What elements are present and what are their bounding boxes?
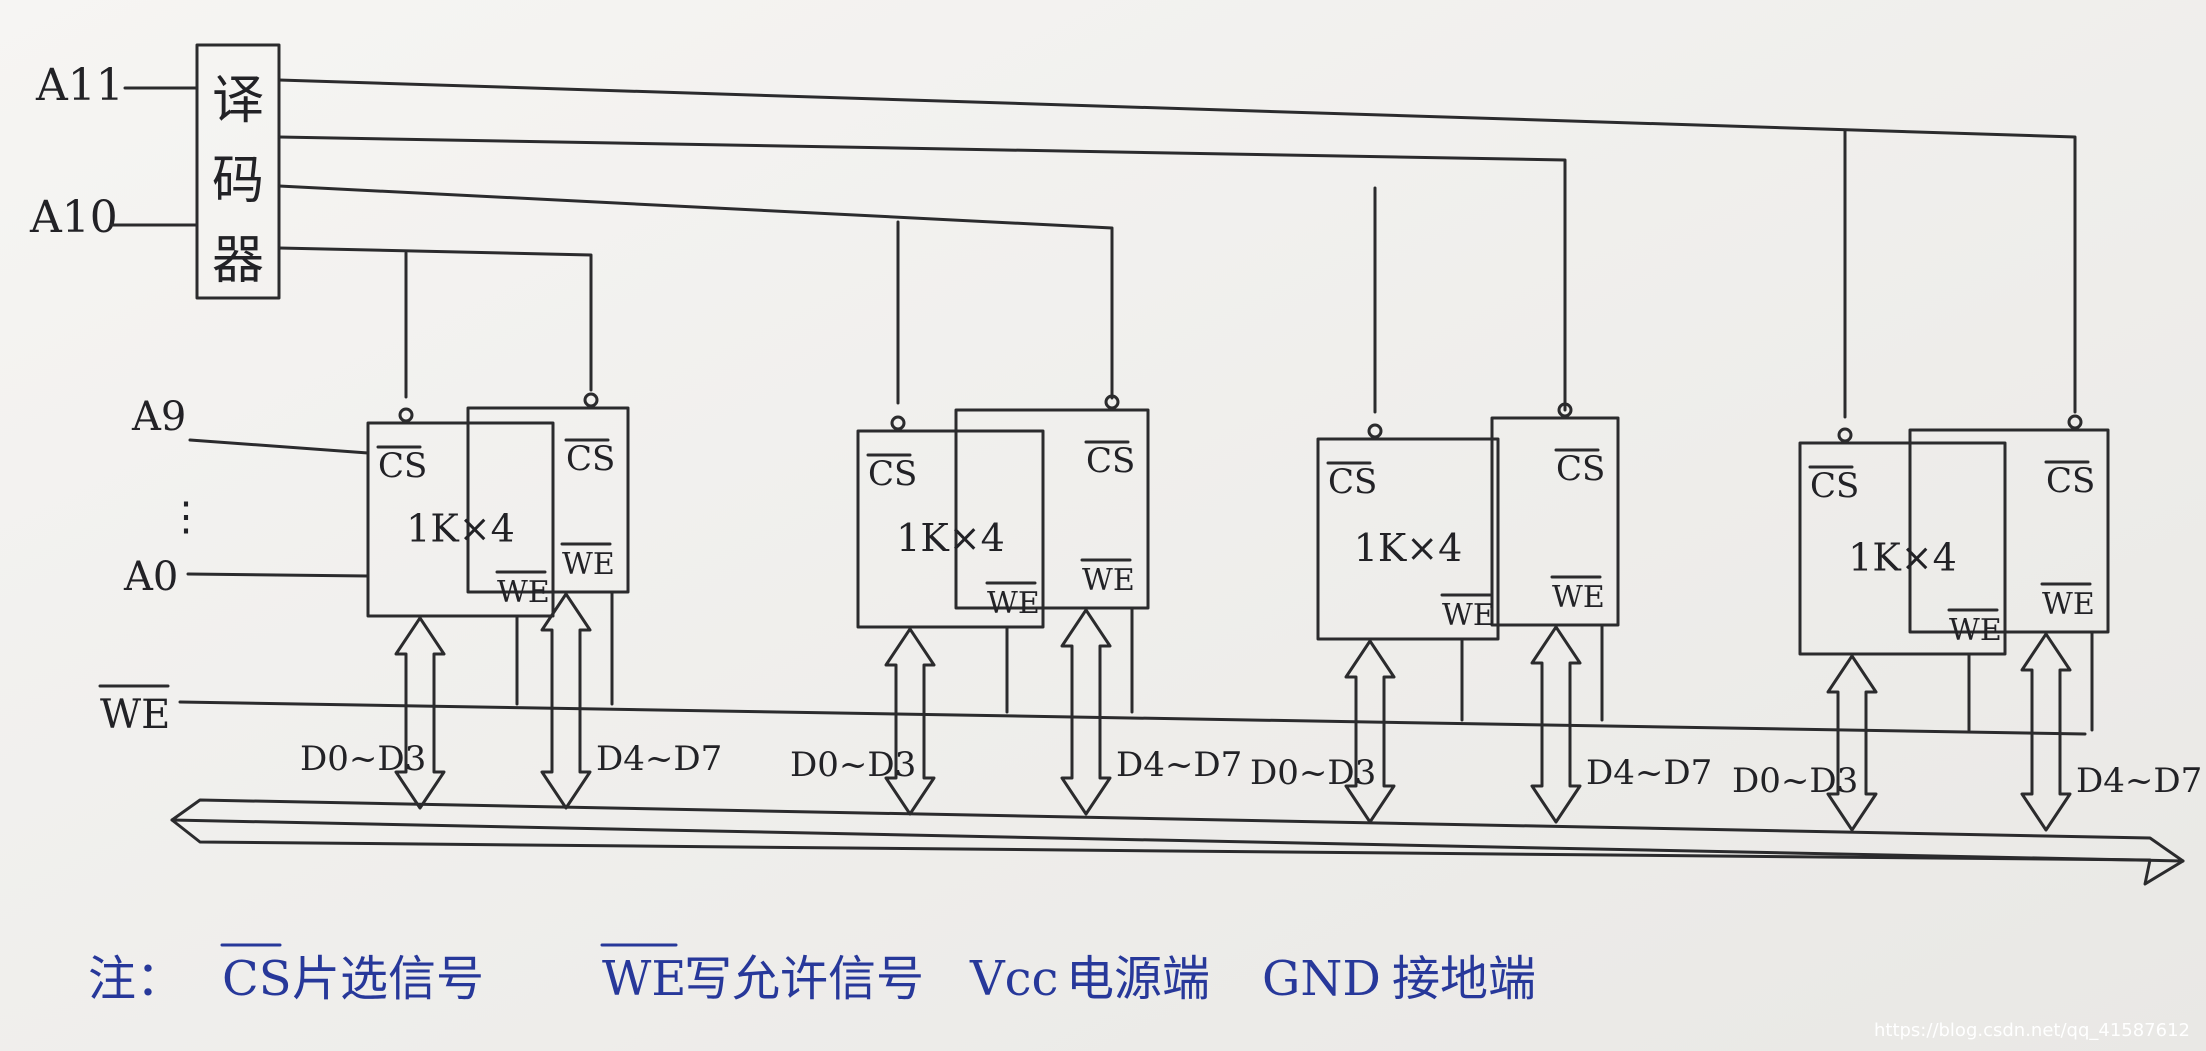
cs-bubble-back-1 — [583, 392, 599, 408]
cs-bubble-front-3 — [1367, 423, 1383, 439]
label-a10: A10 — [29, 192, 118, 243]
wire-a9-in — [188, 438, 370, 455]
bus-label-low-1: D0~D3 — [300, 739, 426, 779]
note-vcc: Vcc — [969, 951, 1058, 1007]
label-a0: A0 — [123, 554, 178, 600]
chip-back-we-2: WE — [1082, 563, 1135, 598]
chip-front-cs-2: CS — [868, 454, 917, 494]
chip-front-cs-3: CS — [1328, 462, 1377, 502]
select-line-1 — [277, 246, 593, 392]
data-arrow-low-1 — [394, 616, 446, 810]
bus-label-low-2: D0~D3 — [790, 745, 916, 785]
chip-back-4 — [1908, 428, 2110, 634]
data-bus-center — [170, 818, 2185, 863]
data-arrow-low-2 — [884, 627, 936, 816]
chip-front-capacity-2: 1K×4 — [896, 516, 1005, 560]
label-a9: A9 — [131, 394, 186, 440]
chip-front-we-3: WE — [1442, 598, 1495, 633]
chip-back-1 — [466, 406, 630, 594]
chip-back-cs-1: CS — [566, 439, 615, 479]
cs-bubble-back-3 — [1557, 402, 1573, 418]
decoder-char-3: 器 — [212, 231, 264, 291]
chip-front-capacity-1: 1K×4 — [406, 507, 515, 551]
data-bus — [170, 798, 2185, 886]
chip-pair-3: CS 1K×4WE CS WE D0~D3 D4~D7 — [1250, 402, 1712, 824]
note-we-desc: 写允许信号 — [684, 951, 924, 1007]
select-line-2 — [277, 184, 1114, 400]
decoder-char-2: 码 — [212, 151, 264, 211]
chip-front-cs-1: CS — [378, 446, 427, 486]
note-vcc-desc: 电源端 — [1066, 951, 1210, 1007]
note-cs: CS — [222, 951, 292, 1007]
chip-front-4 — [1798, 441, 2007, 656]
chip-back-cs-2: CS — [1086, 441, 1135, 481]
wire-we-bus — [178, 700, 2087, 736]
chip-back-2 — [954, 408, 1150, 610]
chip-back-3 — [1490, 416, 1620, 627]
decoder-char-1: 译 — [212, 71, 264, 131]
label-address-ellipsis: ⋮ — [166, 494, 206, 540]
chip-front-we-1: WE — [497, 575, 550, 610]
label-we-signal: WE — [100, 692, 170, 738]
chip-front-capacity-3: 1K×4 — [1354, 526, 1463, 570]
bus-label-high-4: D4~D7 — [2076, 761, 2202, 801]
label-a11: A11 — [35, 60, 124, 111]
chip-back-cs-4: CS — [2046, 461, 2095, 501]
decoder-box — [195, 43, 281, 300]
cs-bubble-back-4 — [2067, 414, 2083, 430]
chip-front-1 — [366, 421, 555, 618]
note-gnd-desc: 接地端 — [1392, 951, 1536, 1007]
chip-front-3 — [1316, 437, 1500, 641]
bus-label-high-2: D4~D7 — [1116, 745, 1242, 785]
data-arrow-high-3 — [1530, 625, 1582, 824]
select-line-4 — [277, 78, 2077, 414]
data-arrow-low-3 — [1344, 639, 1396, 824]
chip-back-we-1: WE — [562, 547, 615, 582]
chip-front-2 — [856, 429, 1045, 629]
chip-front-we-2: WE — [987, 586, 1040, 621]
watermark: https://blog.csdn.net/qq_41587612 — [1874, 1020, 2190, 1041]
note-we: WE — [602, 951, 686, 1007]
wire-a0-in — [186, 572, 370, 578]
bus-label-high-1: D4~D7 — [596, 739, 722, 779]
cs-bubble-back-2 — [1104, 394, 1120, 410]
chip-back-we-4: WE — [2042, 587, 2095, 622]
bus-label-low-4: D0~D3 — [1732, 761, 1858, 801]
select-line-3 — [277, 135, 1567, 412]
data-arrow-low-4 — [1826, 654, 1878, 832]
chip-front-cs-4: CS — [1810, 466, 1859, 506]
chip-back-cs-3: CS — [1556, 449, 1605, 489]
data-arrow-high-4 — [2020, 632, 2072, 832]
data-arrow-high-2 — [1060, 608, 1112, 816]
chip-back-we-3: WE — [1552, 580, 1605, 615]
chip-pair-4: CS 1K×4WE CS WE D0~D3 D4~D7 — [1732, 414, 2202, 832]
chip-front-capacity-4: 1K×4 — [1848, 536, 1957, 580]
cs-bubble-front-1 — [398, 407, 414, 423]
chip-front-we-4: WE — [1949, 613, 2002, 648]
cs-bubble-front-4 — [1837, 427, 1853, 443]
note-cs-desc: 片选信号 — [292, 951, 484, 1007]
note-prefix: 注： — [88, 951, 184, 1007]
note-gnd: GND — [1262, 951, 1381, 1007]
cs-bubble-front-2 — [890, 415, 906, 431]
chip-pair-2: CS 1K×4WE CS WE D0~D3 D4~D7 — [790, 394, 1242, 816]
chip-pair-1: CS 1K×4WE CS WE D0~D3 D4~D7 — [300, 392, 722, 810]
bus-label-low-3: D0~D3 — [1250, 753, 1376, 793]
bus-label-high-3: D4~D7 — [1586, 753, 1712, 793]
data-arrow-high-1 — [540, 592, 592, 810]
